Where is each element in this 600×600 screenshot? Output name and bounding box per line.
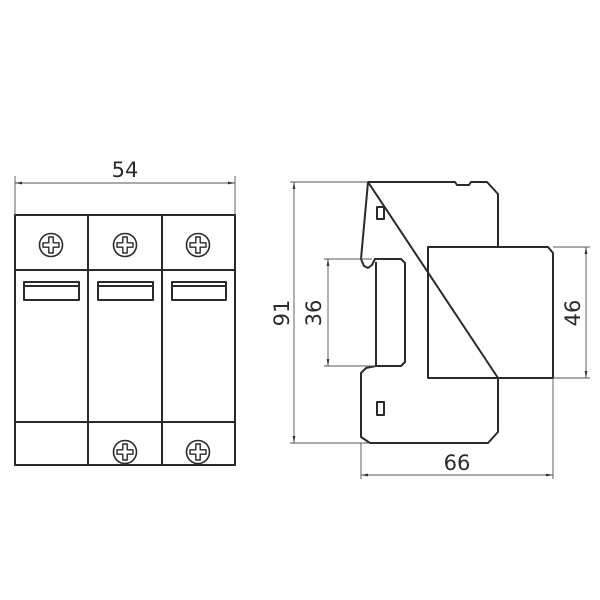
height-dimension-label: 91 (270, 300, 294, 327)
screw-icon (38, 232, 64, 258)
slot-icon (376, 401, 385, 416)
slot-icon (376, 206, 385, 220)
front-module-outline (427, 246, 554, 379)
width-dimension-label: 54 (112, 158, 139, 182)
indicator-window (171, 281, 227, 301)
device-body (14, 214, 236, 466)
side-view: 91 36 46 66 (270, 181, 590, 479)
screw-icon (112, 232, 138, 258)
rail-dimension-label: 36 (302, 300, 326, 327)
screw-icon (185, 439, 211, 465)
screw-icon (185, 232, 211, 258)
depth-dimension-label: 66 (444, 451, 471, 475)
front-view: 54 (14, 158, 236, 466)
indicator-window (97, 281, 154, 301)
module-dimension-label: 46 (561, 300, 585, 327)
side-housing-outline (360, 181, 499, 444)
screw-icon (112, 439, 138, 465)
indicator-window (23, 281, 80, 301)
